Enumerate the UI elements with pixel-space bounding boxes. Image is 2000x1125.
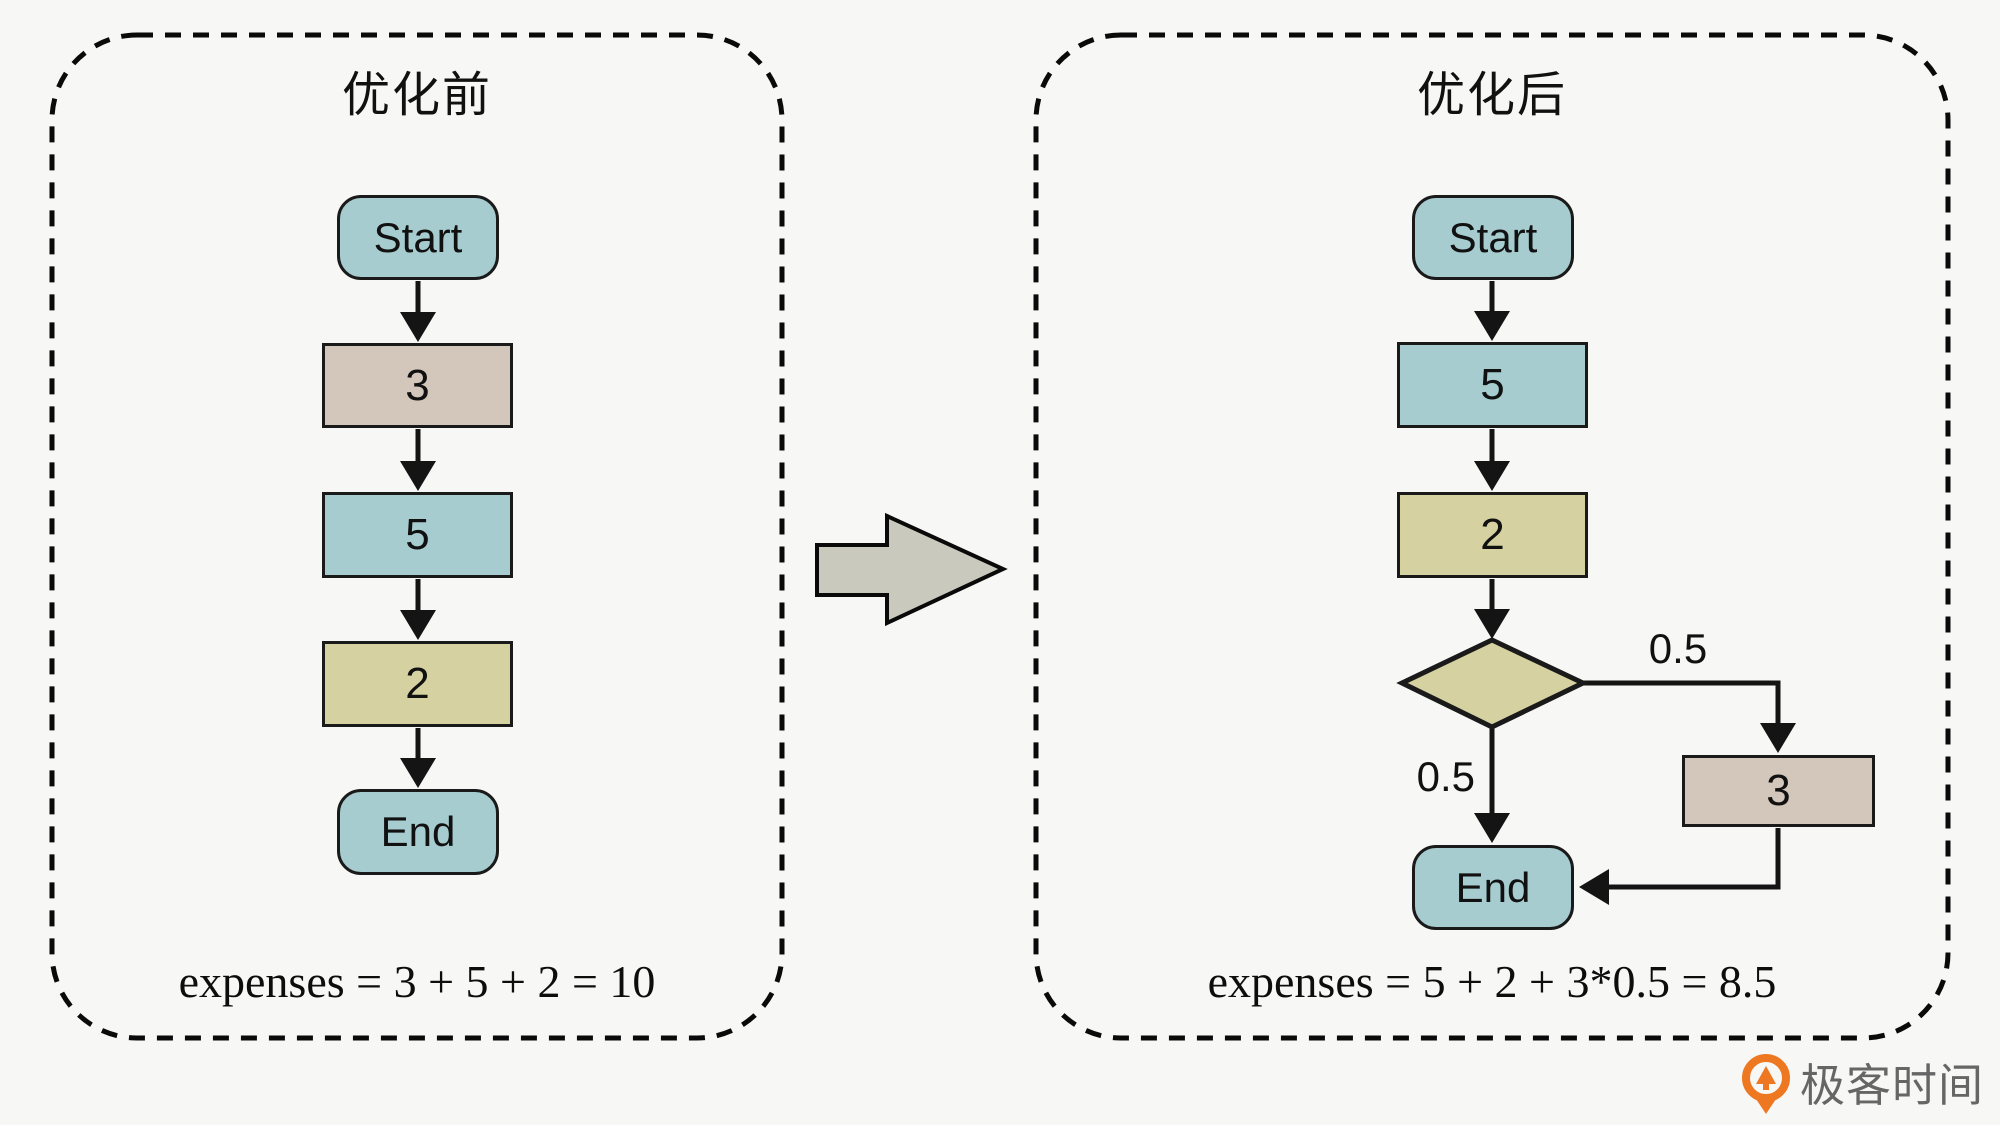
after-cost5-node: 5 xyxy=(1397,342,1588,428)
before-cost2-node: 2 xyxy=(322,641,513,727)
panel-title-after: 优化后 xyxy=(1416,69,1567,122)
before-cost3-node: 3 xyxy=(322,343,513,428)
transform-arrow-icon xyxy=(815,512,1008,627)
expenses-formula-before: expenses = 3 + 5 + 2 = 10 xyxy=(178,956,656,1007)
geektime-logo: 极客时间 xyxy=(1742,1052,1984,1118)
before-end-node: End xyxy=(337,789,499,875)
before-start-node: Start xyxy=(337,195,499,280)
after-end-node: End xyxy=(1412,845,1574,930)
after-cost3-node: 3 xyxy=(1682,755,1875,827)
panel-border-after xyxy=(1033,32,1951,1041)
branch-probability-right-label: 0.5 xyxy=(1648,625,1708,672)
edge-after-3-end xyxy=(1579,828,1781,905)
edge-after-decision-3 xyxy=(1583,680,1796,753)
before-cost5-node: 5 xyxy=(322,492,513,578)
decision-diamond xyxy=(1396,637,1589,730)
branch-probability-down-label: 0.5 xyxy=(1416,753,1475,800)
after-start-node: Start xyxy=(1412,195,1574,280)
after-cost2-node: 2 xyxy=(1397,492,1588,578)
panel-border-before xyxy=(49,32,785,1041)
geektime-pin-icon xyxy=(1742,1054,1790,1114)
expenses-formula-after: expenses = 5 + 2 + 3*0.5 = 8.5 xyxy=(1207,956,1777,1007)
geektime-logo-text: 极客时间 xyxy=(1800,1059,1985,1111)
panel-title-before: 优化前 xyxy=(341,69,492,122)
